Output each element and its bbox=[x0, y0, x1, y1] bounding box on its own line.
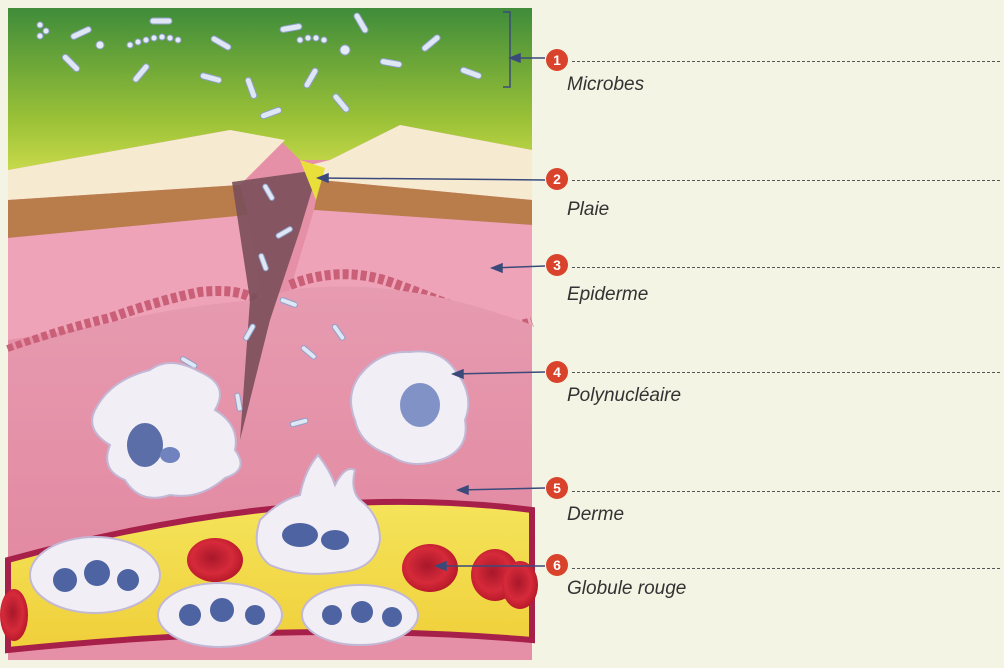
label-5-text: Derme bbox=[567, 504, 624, 526]
label-3-number: 3 bbox=[546, 254, 568, 276]
answer-line-2 bbox=[572, 180, 1000, 181]
answer-line-3 bbox=[572, 267, 1000, 268]
label-4-text: Polynucléaire bbox=[567, 385, 681, 407]
label-2-number: 2 bbox=[546, 168, 568, 190]
answer-line-5 bbox=[572, 491, 1000, 492]
label-1-number: 1 bbox=[546, 49, 568, 71]
label-6-text: Globule rouge bbox=[567, 578, 686, 600]
neutrophil-vessel-3 bbox=[302, 585, 418, 645]
label-3-text: Epiderme bbox=[567, 284, 648, 306]
answer-line-6 bbox=[572, 568, 1000, 569]
answer-line-1 bbox=[572, 61, 1000, 62]
label-5-number: 5 bbox=[546, 477, 568, 499]
answer-line-4 bbox=[572, 372, 1000, 373]
label-2-text: Plaie bbox=[567, 199, 609, 221]
label-4-number: 4 bbox=[546, 361, 568, 383]
neutrophil-vessel-2 bbox=[158, 583, 282, 647]
label-6-number: 6 bbox=[546, 554, 568, 576]
label-1-text: Microbes bbox=[567, 74, 644, 96]
neutrophil-vessel-1 bbox=[30, 537, 160, 613]
